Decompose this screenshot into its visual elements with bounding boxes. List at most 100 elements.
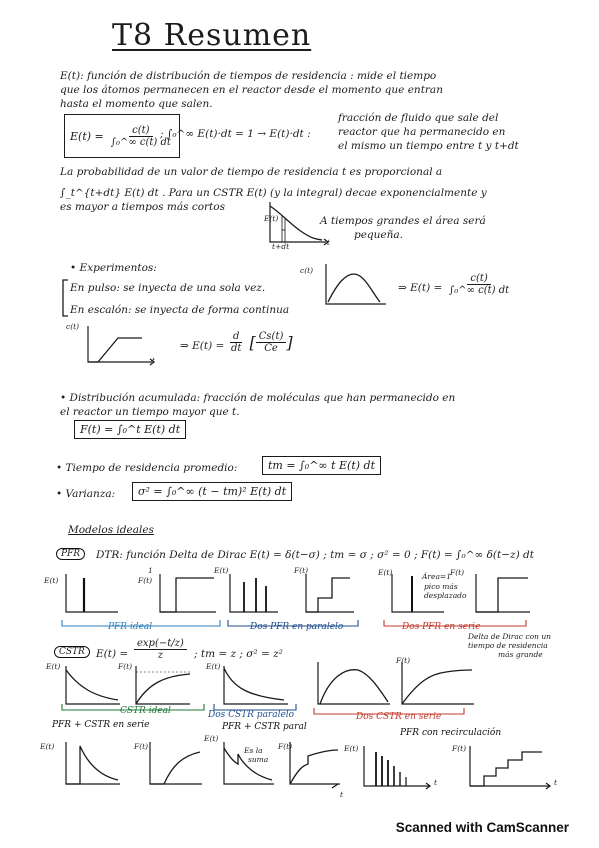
- scanner-watermark: Scanned with CamScanner: [395, 820, 569, 835]
- e-formula-box: E(t) = c(t) ∫₀^∞ c(t) dt: [64, 114, 180, 158]
- cstr-ideal-Ft: F(t): [118, 662, 133, 671]
- pfr-recirc-Ft: F(t): [452, 744, 467, 753]
- e-integral-relation: ; ∫₀^∞ E(t)·dt = 1 → E(t)·dt :: [160, 128, 311, 140]
- escalon-d: d: [230, 331, 243, 343]
- suma-note-2: suma: [248, 755, 269, 764]
- dos-cstr-serie-label: Dos CSTR en serie: [356, 712, 442, 722]
- step-response-graph: [87, 326, 155, 366]
- page-title: T8 Resumen: [112, 18, 312, 53]
- bracket: [62, 279, 68, 317]
- dos-cstr-serie-graph: [317, 662, 474, 705]
- e-note-3: el mismo un tiempo entre t y t+dt: [338, 140, 519, 152]
- escalon-den: Ce: [264, 343, 278, 354]
- dos-cstr-paralelo-label: Dos CSTR paralelo: [208, 710, 295, 720]
- dos-pfr-serie-graph: [391, 574, 530, 613]
- pfr-tag: PFR: [56, 548, 86, 560]
- pfr-cstr-serie-Ft: F(t): [134, 742, 149, 751]
- dos-cstr-serie-Ft: F(t): [396, 656, 411, 665]
- intro-line-1: E(t): función de distribución de tiempos…: [60, 70, 437, 82]
- pulso-eq-den: ∫₀^∞ c(t) dt: [449, 285, 510, 296]
- dos-pfr-paralelo-graph: [229, 574, 354, 613]
- pfr-cstr-serie-Et: E(t): [40, 742, 55, 751]
- pfr-cstr-paral-graph: [223, 742, 340, 789]
- dos-cstr-paralelo-Et: E(t): [206, 662, 221, 671]
- modelos-heading: Modelos ideales: [68, 524, 154, 536]
- dos-pfr-paralelo-label: Dos PFR en paralelo: [250, 622, 344, 632]
- acumulada-line-1: • Distribución acumulada: fracción de mo…: [60, 392, 456, 404]
- pfr-cstr-paral-Ft: F(t): [278, 742, 293, 751]
- decay-axis-Et: E(t): [264, 214, 279, 223]
- cstr-ideal-graph: [65, 666, 191, 705]
- step-axis-ct: c(t): [66, 322, 80, 331]
- cstr-eq-lhs: E(t) =: [96, 648, 129, 660]
- prob-note-1: A tiempos grandes el área será: [320, 215, 486, 227]
- pfr-cstr-paral-t: t: [340, 790, 344, 799]
- experimentos-escalon: En escalón: se inyecta de forma continua: [70, 304, 290, 316]
- decay-t-label: t+dt: [272, 242, 290, 251]
- pfr-cstr-paral-label: PFR + CSTR paral: [222, 722, 307, 732]
- dos-pfr-paralelo-Et: E(t): [214, 566, 229, 575]
- prob-line-1: La probabilidad de un valor de tiempo de…: [60, 166, 443, 178]
- dos-pfr-serie-label: Dos PFR en serie: [402, 622, 481, 632]
- step-axis-t: t: [152, 356, 156, 365]
- prob-line-2: ∫_t^{t+dt} E(t) dt . Para un CSTR E(t) (…: [60, 187, 487, 199]
- escalon-dt: dt: [231, 343, 242, 354]
- pfr-description: DTR: función Delta de Dirac E(t) = δ(t−σ…: [96, 549, 534, 561]
- delta-note-2: tiempo de residencia: [468, 641, 548, 650]
- cstr-eq-num: exp(−t/z): [134, 638, 187, 650]
- pfr-recirc-label: PFR con recirculación: [400, 728, 502, 738]
- intro-line-3: hasta el momento que salen.: [60, 98, 213, 110]
- e-note-2: reactor que ha permanecido en: [338, 126, 506, 138]
- escalon-eq-lhs: ⇒ E(t) =: [180, 340, 225, 352]
- dos-cstr-paralelo-graph: [223, 666, 288, 705]
- experimentos-pulso: En pulso: se inyecta de una sola vez.: [70, 282, 266, 294]
- pfr-ideal-one: 1: [148, 566, 153, 575]
- acumulada-formula: F(t) = ∫₀^t E(t) dt: [74, 420, 187, 439]
- decay-axis-t: t: [327, 238, 331, 247]
- pfr-ideal-graph: [65, 574, 216, 613]
- pulse-axis-ct: c(t): [300, 266, 314, 275]
- escalon-num: Cs(t): [255, 331, 287, 343]
- pfr-ideal-bracket: [61, 620, 221, 627]
- cstr-eq-rest: ; tm = z ; σ² = z²: [194, 648, 283, 660]
- dos-pfr-paralelo-Ft: F(t): [294, 566, 309, 575]
- promedio-label: • Tiempo de residencia promedio:: [56, 462, 238, 474]
- e-formula-den: ∫₀^∞ c(t) dt: [110, 136, 171, 148]
- pfr-ideal-label: PFR ideal: [108, 622, 153, 632]
- varianza-label: • Varianza:: [56, 488, 116, 500]
- promedio-formula: tm = ∫₀^∞ t E(t) dt: [262, 456, 381, 475]
- dos-pfr-serie-Ft: F(t): [450, 568, 465, 577]
- pulse-response-graph: [325, 264, 386, 305]
- delta-note-3: más grande: [498, 650, 543, 659]
- varianza-formula: σ² = ∫₀^∞ (t − tm)² E(t) dt: [132, 482, 293, 501]
- pfr-recirc-t: t: [434, 778, 438, 787]
- experimentos-heading: • Experimentos:: [70, 262, 157, 274]
- pulso-eq-fraction: c(t) ∫₀^∞ c(t) dt: [446, 273, 512, 296]
- cstr-ideal-Et: E(t): [46, 662, 61, 671]
- cstr-tag: CSTR: [54, 646, 90, 658]
- cstr-eq-den: z: [157, 650, 164, 661]
- cstr-eq-fraction: exp(−t/z) z: [134, 638, 187, 661]
- cstr-ideal-label: CSTR ideal: [120, 706, 171, 716]
- pulso-eq-num: c(t): [467, 273, 491, 285]
- pico-note-1: pico más: [424, 582, 458, 591]
- pfr-ideal-Et: E(t): [44, 576, 59, 585]
- pico-note-2: desplazado: [424, 591, 467, 600]
- e-note-1: fracción de fluido que sale del: [338, 112, 499, 124]
- pfr-ideal-Ft: F(t): [138, 576, 153, 585]
- area-note: Área=1: [422, 572, 451, 581]
- e-formula-lhs: E(t) =: [70, 129, 104, 143]
- dos-cstr-serie-bracket: [313, 708, 465, 715]
- decay-sketch: [269, 202, 329, 246]
- suma-note-1: Es la: [244, 746, 263, 755]
- pfr-recirc-Ft-t: t: [554, 778, 558, 787]
- prob-note-2: pequeña.: [354, 229, 403, 241]
- dos-pfr-paralelo-bracket: [227, 620, 359, 627]
- cstr-ideal-bracket: [61, 704, 205, 711]
- pfr-cstr-serie-graph: [65, 742, 202, 785]
- pfr-cstr-serie-label: PFR + CSTR en serie: [52, 720, 150, 730]
- dos-pfr-serie-bracket: [383, 620, 527, 627]
- pulso-eq-lhs: ⇒ E(t) =: [398, 282, 443, 294]
- intro-line-2: que los átomos permanecen en el reactor …: [60, 84, 443, 96]
- pfr-recirc-graph: [363, 746, 551, 790]
